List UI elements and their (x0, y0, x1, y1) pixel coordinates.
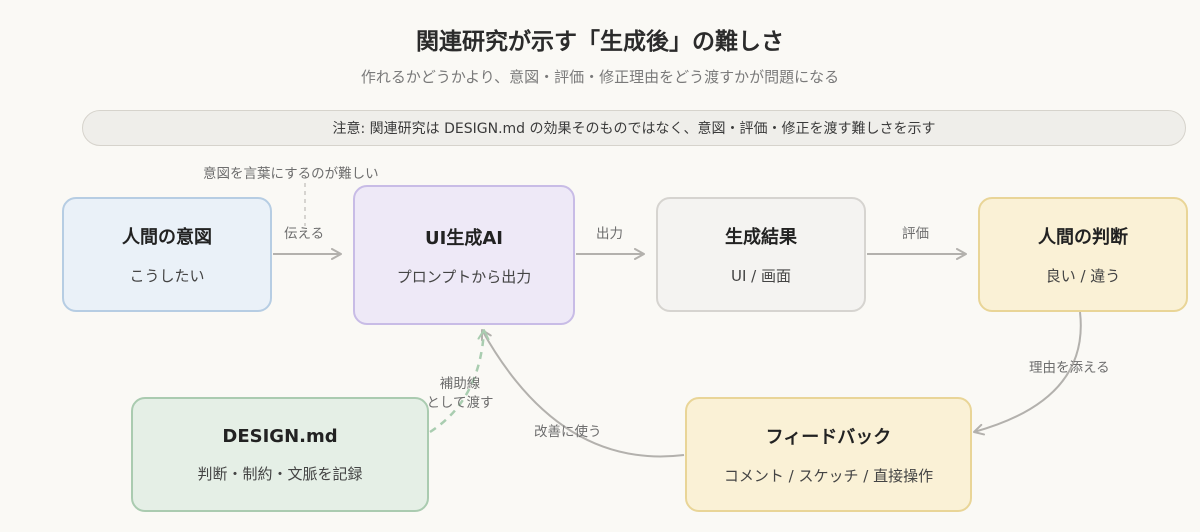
node-generated-result: 生成結果 UI / 画面 (656, 197, 866, 312)
label-add-reason: 理由を添える (1029, 360, 1110, 376)
label-use-improve: 改善に使う (534, 424, 602, 440)
arrow-judgment-to-feedback (973, 311, 1082, 436)
label-evaluate: 評価 (902, 226, 929, 242)
node-subtitle: 判断・制約・文脈を記録 (197, 464, 363, 483)
node-subtitle: プロンプトから出力 (396, 267, 532, 286)
node-subtitle: コメント / スケッチ / 直接操作 (723, 467, 934, 485)
node-subtitle: こうしたい (129, 267, 205, 285)
diagram-title: 関連研究が示す「生成後」の難しさ (416, 29, 784, 55)
label-output: 出力 (596, 226, 623, 242)
node-title: UI生成AI (425, 227, 503, 249)
node-feedback: フィードバック コメント / スケッチ / 直接操作 (685, 397, 972, 512)
diagram-subtitle: 作れるかどうかより、意図・評価・修正理由をどう渡すかが問題になる (360, 68, 840, 86)
node-title: 生成結果 (725, 227, 797, 248)
arrow-design-to-ai (429, 329, 490, 434)
note-banner: 注意: 関連研究は DESIGN.md の効果そのものではなく、意図・評価・修正… (82, 110, 1186, 146)
node-human-intent: 人間の意図 こうしたい (62, 197, 272, 312)
node-title: 人間の意図 (122, 227, 212, 248)
node-subtitle: 良い / 違う (1045, 267, 1121, 285)
node-title: 人間の判断 (1038, 227, 1128, 248)
node-subtitle: UI / 画面 (731, 267, 791, 285)
node-human-judgment: 人間の判断 良い / 違う (978, 197, 1188, 312)
label-convey: 伝える (284, 226, 325, 242)
label-intent-difficulty: 意図を言葉にするのが難しい (203, 166, 379, 182)
label-aux-line: 補助線 (439, 376, 481, 392)
arrow-feedback-to-ai (481, 329, 685, 458)
node-ui-generation-ai: UI生成AI プロンプトから出力 (353, 185, 575, 325)
node-design-md: DESIGN.md 判断・制約・文脈を記録 (131, 397, 429, 512)
node-title: DESIGN.md (222, 425, 338, 447)
note-text: 注意: 関連研究は DESIGN.md の効果そのものではなく、意図・評価・修正… (332, 121, 936, 137)
label-pass-as: として渡す (426, 395, 494, 411)
node-title: フィードバック (765, 427, 892, 448)
